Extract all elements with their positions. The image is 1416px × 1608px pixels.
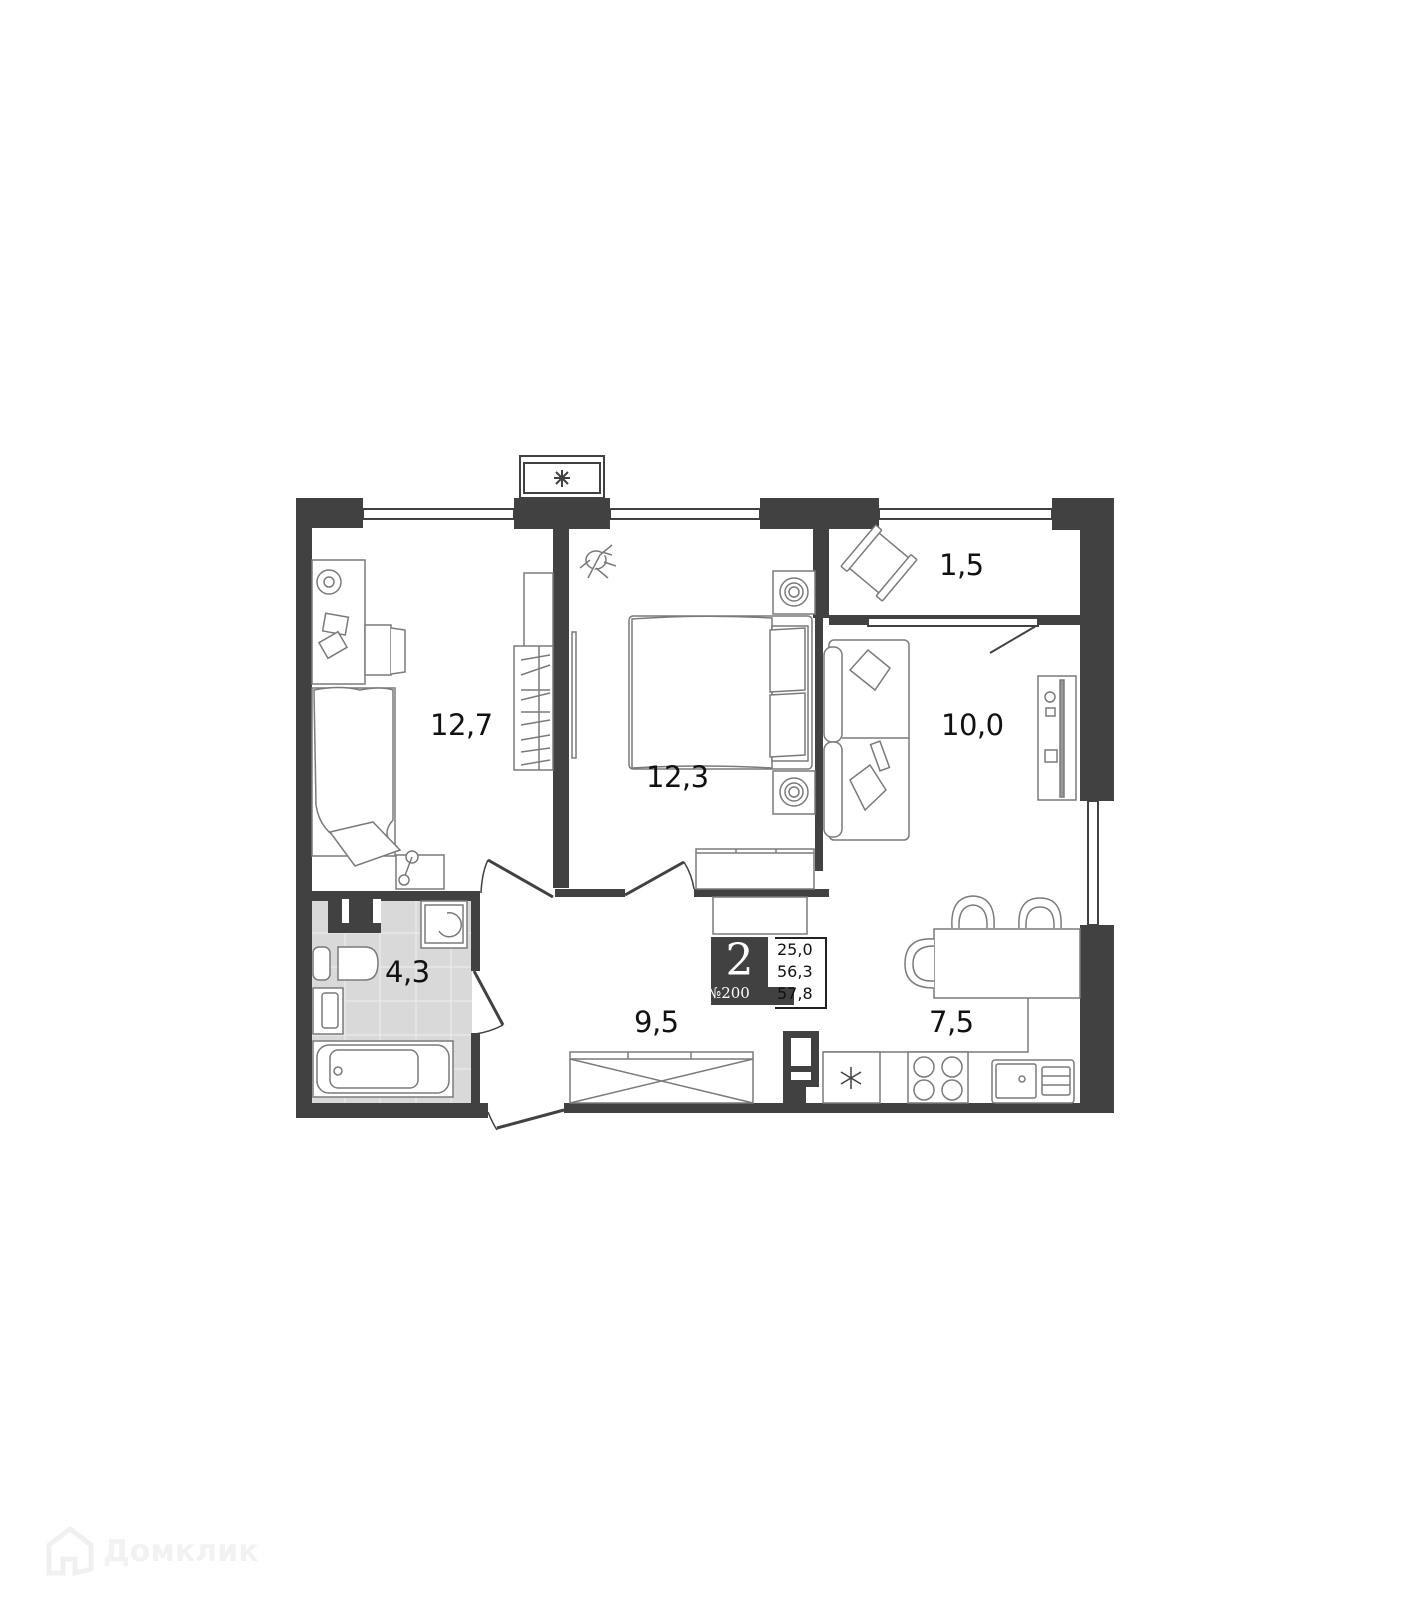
walls <box>296 498 1114 1118</box>
total-area: 56,3 <box>777 962 813 981</box>
watermark-text: Домклик <box>103 1533 259 1569</box>
room-area-kitchen: 7,5 <box>929 1005 974 1039</box>
rooms-count: 2 <box>725 935 754 986</box>
room-area-balcony: 1,5 <box>939 548 984 582</box>
room-area-bathroom: 4,3 <box>385 955 430 989</box>
area-totals: 25,0 56,3 57,8 <box>775 937 827 1009</box>
fridge-snowflake-icon <box>840 1067 862 1089</box>
room-area-living-room: 10,0 <box>941 708 1004 742</box>
furniture <box>311 524 1081 1104</box>
windows <box>362 508 1099 926</box>
ventilation-shaft <box>791 1038 819 1103</box>
room-area-bedroom-2: 12,3 <box>646 760 709 794</box>
chair <box>904 895 1062 989</box>
doors <box>472 625 1037 1131</box>
domclick-watermark: Домклик <box>45 1525 259 1577</box>
plant-icon <box>579 544 617 579</box>
apartment-number: №200 <box>707 984 750 1002</box>
room-area-hallway: 9,5 <box>634 1005 679 1039</box>
total-area-with-balcony: 57,8 <box>777 984 813 1003</box>
domclick-logo-icon <box>46 1525 94 1577</box>
rooms-count-badge: 2 №200 <box>707 935 768 1003</box>
air-conditioner-icon <box>519 455 605 499</box>
room-area-bedroom-1: 12,7 <box>430 708 493 742</box>
living-area: 25,0 <box>777 940 813 959</box>
